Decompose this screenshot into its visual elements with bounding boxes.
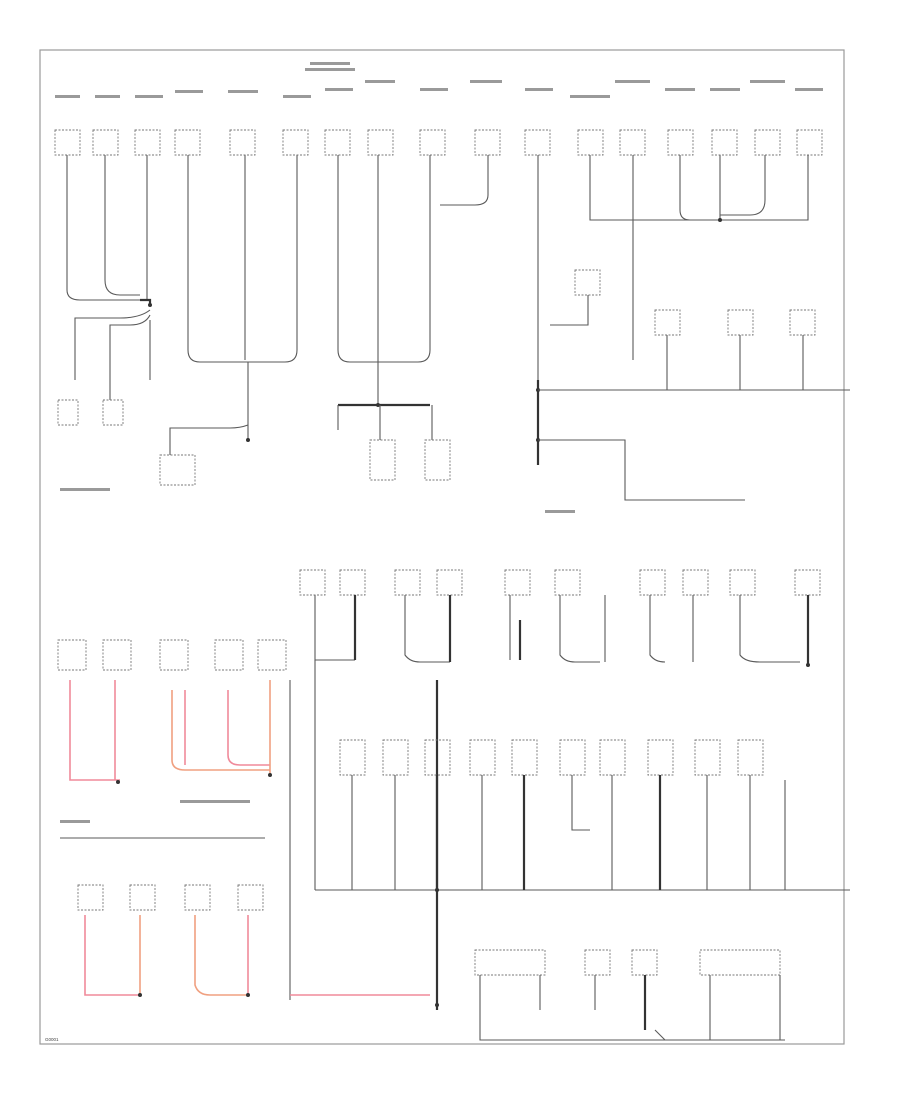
middle-component-row [299,569,821,596]
label-mark [570,95,610,98]
component-box [184,884,211,911]
component-box [424,439,451,481]
component-box [339,569,366,596]
label-mark [420,88,448,91]
component-box [324,129,351,156]
component-box [474,129,501,156]
top-right-ground-group [589,155,816,390]
left-pink-ground-cluster [57,639,287,784]
component-box [229,129,256,156]
component-box [682,569,709,596]
label-mark [283,95,311,98]
label-mark [470,80,502,83]
component-box [647,739,674,776]
component-box [727,309,754,336]
component-box [54,129,81,156]
label-mark [795,88,823,91]
component-box [129,884,156,911]
bottom-right-ground-cluster [474,949,785,1041]
top-component-row [54,129,823,156]
component-box [419,129,446,156]
component-box [102,399,124,426]
component-box [57,399,79,426]
component-box [794,569,821,596]
component-box [639,569,666,596]
component-box [424,739,451,776]
component-box [394,569,421,596]
label-mark [365,80,395,83]
component-box [174,129,201,156]
component-box [469,739,496,776]
label-mark [310,62,350,65]
unreadable-label-marks [55,62,823,823]
component-box [667,129,694,156]
component-box [754,129,781,156]
center-right-ground-trunk [440,155,850,501]
component-box [574,269,601,296]
component-box [474,949,546,976]
component-box [789,309,816,336]
left-center-ground-merge [159,155,298,486]
component-box [504,569,531,596]
label-mark [525,88,553,91]
component-box [369,439,396,481]
label-mark [60,488,110,491]
component-box [367,129,394,156]
diagram-frame [39,49,845,1045]
component-box [102,639,132,671]
component-box [524,129,551,156]
component-box [559,739,586,776]
component-box [77,884,104,911]
label-mark [325,88,353,91]
label-mark [228,90,258,93]
label-mark [665,88,695,91]
label-mark [710,88,740,91]
label-mark [615,80,650,83]
middle-row-ground-wiring [314,595,810,890]
lower-left-ground-cluster [60,837,265,997]
center-ground-merge [337,155,451,481]
component-box [92,129,119,156]
component-box [737,739,764,776]
label-mark [95,95,120,98]
component-box [382,739,409,776]
component-box [694,739,721,776]
component-box [299,569,326,596]
label-mark [55,95,80,98]
component-box [599,739,626,776]
component-box [237,884,264,911]
top-left-ground-bundle [57,155,152,426]
component-box [729,569,756,596]
component-box [584,949,611,976]
component-box [577,129,604,156]
component-box [339,739,366,776]
label-mark [305,68,355,71]
component-box [699,949,781,976]
component-box [134,129,161,156]
lower-center-ground-trunk [289,680,850,1010]
component-box [619,129,646,156]
component-box [57,639,87,671]
label-mark [545,510,575,513]
label-mark [135,95,163,98]
component-box [257,639,287,671]
label-mark [750,80,785,83]
component-box [159,454,196,486]
component-box [654,309,681,336]
component-box [631,949,658,976]
label-mark [175,90,203,93]
component-box [436,569,463,596]
component-box [159,639,189,671]
label-mark [180,800,250,803]
component-box [214,639,244,671]
component-box [711,129,738,156]
component-box [511,739,538,776]
label-mark [60,820,90,823]
component-box [796,129,823,156]
component-box [554,569,581,596]
corner-label: G0001 [45,1037,59,1042]
component-box [282,129,309,156]
